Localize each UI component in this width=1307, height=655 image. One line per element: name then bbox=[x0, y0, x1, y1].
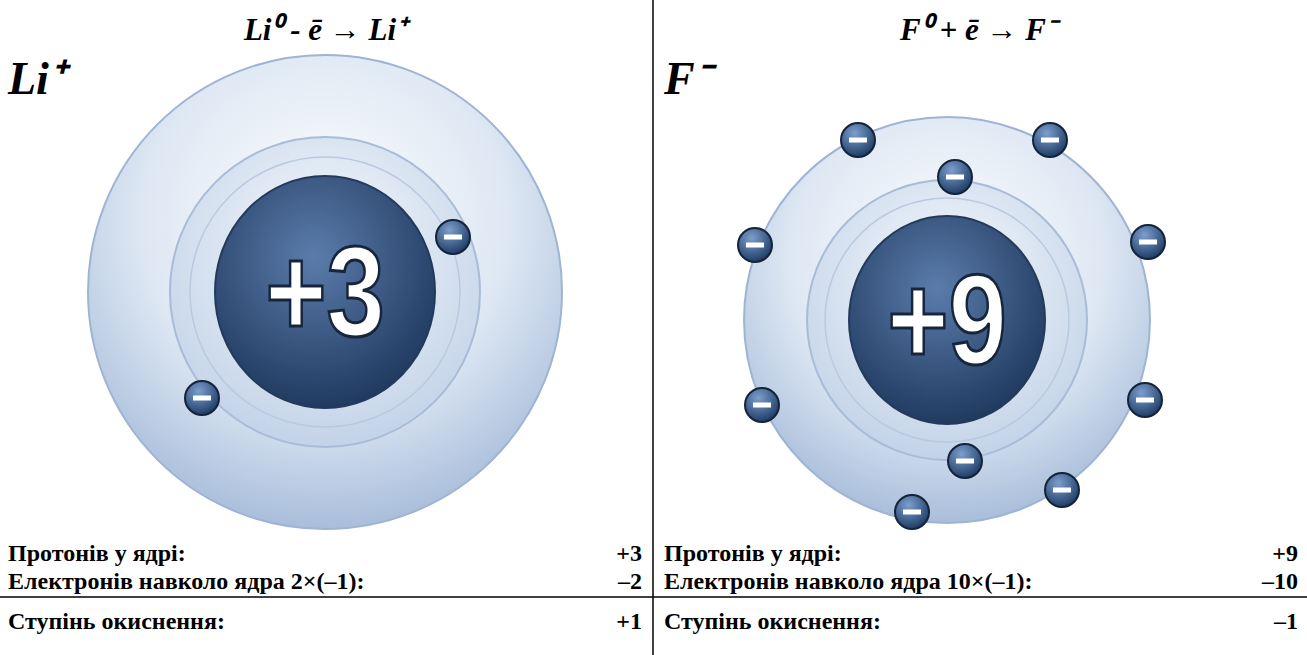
orbit-ring bbox=[190, 157, 460, 427]
electron-group bbox=[185, 123, 1165, 529]
electron bbox=[1128, 383, 1162, 417]
nucleus: +3 bbox=[213, 174, 437, 410]
ion-symbol: Li⁺ bbox=[8, 56, 65, 102]
outer-shell bbox=[88, 55, 562, 529]
electron bbox=[938, 160, 972, 194]
table-cell: Протонів у ядрі: bbox=[664, 541, 842, 565]
orbit-ring bbox=[825, 198, 1069, 442]
table-rule bbox=[0, 596, 1307, 598]
electron bbox=[1033, 123, 1067, 157]
table-cell: –2 bbox=[618, 569, 642, 593]
table-cell: Електронів навколо ядра 10×(–1): bbox=[664, 569, 1032, 593]
table-cell: Ступінь окиснення: bbox=[8, 609, 225, 633]
electron bbox=[841, 123, 875, 157]
inner-shell bbox=[170, 137, 480, 447]
table-cell: –1 bbox=[1274, 609, 1298, 633]
table-cell: +3 bbox=[616, 541, 642, 565]
table-cell: –10 bbox=[1262, 569, 1298, 593]
electron bbox=[895, 495, 929, 529]
reaction-equation: Li⁰ - ē → Li⁺ bbox=[244, 14, 406, 45]
outer-shell bbox=[744, 117, 1150, 523]
table-cell: +1 bbox=[616, 609, 642, 633]
divider-line bbox=[652, 0, 654, 655]
electron bbox=[1131, 225, 1165, 259]
table-cell: +9 bbox=[1272, 541, 1298, 565]
nucleus-charge: +9 bbox=[887, 256, 1007, 384]
electron bbox=[436, 220, 470, 254]
table-cell: Протонів у ядрі: bbox=[8, 541, 186, 565]
electron bbox=[185, 381, 219, 415]
electron bbox=[1045, 473, 1079, 507]
electron bbox=[948, 444, 982, 478]
nucleus: +9 bbox=[847, 214, 1047, 426]
ion-symbol: F⁻ bbox=[664, 56, 711, 102]
table-cell: Ступінь окиснення: bbox=[664, 609, 881, 633]
table-cell: Електронів навколо ядра 2×(–1): bbox=[8, 569, 364, 593]
electron bbox=[738, 228, 772, 262]
inner-shell bbox=[807, 180, 1087, 460]
electron bbox=[745, 388, 779, 422]
reaction-equation: F⁰ + ē → F⁻ bbox=[900, 14, 1056, 45]
nucleus-charge: +3 bbox=[265, 228, 385, 356]
